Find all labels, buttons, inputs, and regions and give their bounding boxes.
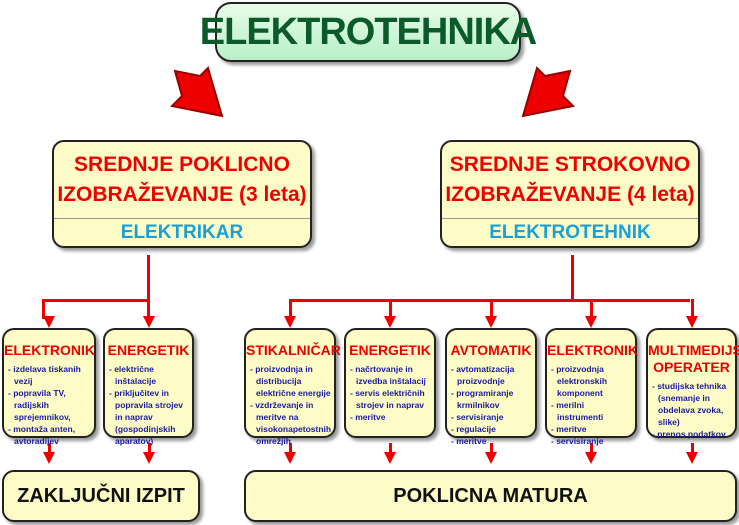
- program-item: izdelava tiskanih vezij: [8, 363, 91, 387]
- program-name: ENERGETIK: [349, 342, 431, 358]
- program-name: ENERGETIK: [107, 342, 190, 358]
- program-box: ENERGETIK načrtovanje in izvedba inštalac…: [344, 328, 436, 438]
- program-item: vzdrževanje in meritve na visokonapetost…: [250, 399, 331, 447]
- arrow-down-icon: [585, 452, 597, 464]
- program-item: avtomatizacija proizvodnje: [451, 363, 532, 387]
- arrow-down-icon: [685, 452, 698, 464]
- left-title-line2: IZOBRAŽEVANJE (3 leta): [57, 183, 307, 206]
- program-item: meritve: [451, 435, 532, 447]
- arrow-down-icon: [685, 316, 698, 328]
- right-title-line1: SREDNJE STROKOVNO: [449, 153, 691, 176]
- program-item: popravila TV, radijskih sprejemnikov,: [8, 387, 91, 423]
- arrow-down-icon: [284, 316, 296, 328]
- arrow-down-icon: [384, 452, 396, 464]
- program-item: meritve: [551, 423, 632, 435]
- arrow-down-icon: [384, 316, 396, 328]
- vocational-education-box: SREDNJE POKLICNO IZOBRAŽEVANJE (3 leta) E…: [52, 140, 312, 248]
- program-item: montaža anten, avtoradijev: [8, 423, 91, 447]
- program-item: načrtovanje in izvedba inštalacij: [350, 363, 431, 387]
- connector: [289, 299, 690, 302]
- program-box: MULTIMEDIJSKI OPERATER studijska tehnika …: [646, 328, 739, 440]
- connector: [590, 443, 593, 453]
- connector: [147, 299, 150, 319]
- connector: [42, 299, 45, 319]
- connector: [389, 299, 392, 319]
- right-title-line2: IZOBRAŽEVANJE (4 leta): [445, 183, 695, 206]
- connector: [42, 299, 150, 302]
- profession-elektrikar: ELEKTRIKAR: [120, 222, 244, 243]
- arrow-down-left-icon: [170, 66, 224, 118]
- program-item: proizvodnja elektronskih komponent: [551, 363, 632, 399]
- program-item: merilni instrumenti: [551, 399, 632, 423]
- connector: [490, 299, 493, 319]
- program-name: MULTIMEDIJSKI OPERATER: [648, 342, 739, 375]
- program-name: STIKALNIČAR: [246, 342, 341, 358]
- connector: [590, 299, 593, 319]
- program-item: studijska tehnika (snemanje in obdelava …: [652, 380, 732, 428]
- program-item: prenos podatkov: [652, 428, 732, 440]
- connector: [289, 443, 292, 453]
- program-item: priključitev in popravila strojev in nap…: [109, 387, 189, 447]
- program-item: servisiranje: [551, 435, 632, 447]
- arrow-down-icon: [142, 452, 155, 464]
- main-title: ELEKTROTEHNIKA: [200, 2, 537, 62]
- program-box: ELEKTRONIK izdelava tiskanih vezijpopravi…: [2, 328, 96, 446]
- program-item: servis električnih strojev in naprav: [350, 387, 431, 411]
- connector: [289, 299, 292, 319]
- connector: [490, 443, 493, 453]
- program-box: STIKALNIČAR proizvodnja in distribucija e…: [244, 328, 341, 446]
- program-item: proizvodnja in distribucija električne e…: [250, 363, 331, 399]
- connector: [147, 443, 151, 453]
- vocational-matura-box: POKLICNA MATURA: [244, 470, 737, 522]
- program-item: meritve: [350, 411, 431, 423]
- arrow-down-icon: [585, 316, 597, 328]
- program-box: AVTOMATIK avtomatizacija proizvodnjeprogr…: [445, 328, 537, 446]
- arrow-down-icon: [43, 316, 55, 328]
- program-box: ELEKTRONIK proizvodnja elektronskih kompo…: [545, 328, 638, 446]
- arrow-down-icon: [142, 316, 155, 328]
- program-box: ENERGETIK električne inštalacijepriključi…: [103, 328, 194, 446]
- program-name: AVTOMATIK: [450, 342, 532, 358]
- arrow-down-right-icon: [521, 66, 575, 118]
- arrow-down-icon: [485, 316, 497, 328]
- left-title-line1: SREDNJE POKLICNO: [74, 153, 290, 176]
- profession-elektrotehnik: ELEKTROTEHNIK: [489, 222, 651, 243]
- program-item: električne inštalacije: [109, 363, 189, 387]
- connector: [48, 443, 51, 453]
- arrow-down-icon: [284, 452, 296, 464]
- program-item: regulacije: [451, 423, 532, 435]
- connector: [690, 443, 694, 453]
- program-name: ELEKTRONIK: [4, 342, 95, 358]
- arrow-down-icon: [485, 452, 497, 464]
- connector: [571, 255, 574, 300]
- program-name: ELEKTRONIK: [547, 342, 638, 358]
- connector: [389, 443, 392, 453]
- final-exam-box: ZAKLJUČNI IZPIT: [2, 470, 200, 522]
- program-item: programiranje krmilnikov: [451, 387, 532, 411]
- connector: [690, 299, 694, 319]
- program-item: servisiranje: [451, 411, 532, 423]
- connector: [147, 255, 150, 300]
- arrow-down-icon: [43, 452, 55, 464]
